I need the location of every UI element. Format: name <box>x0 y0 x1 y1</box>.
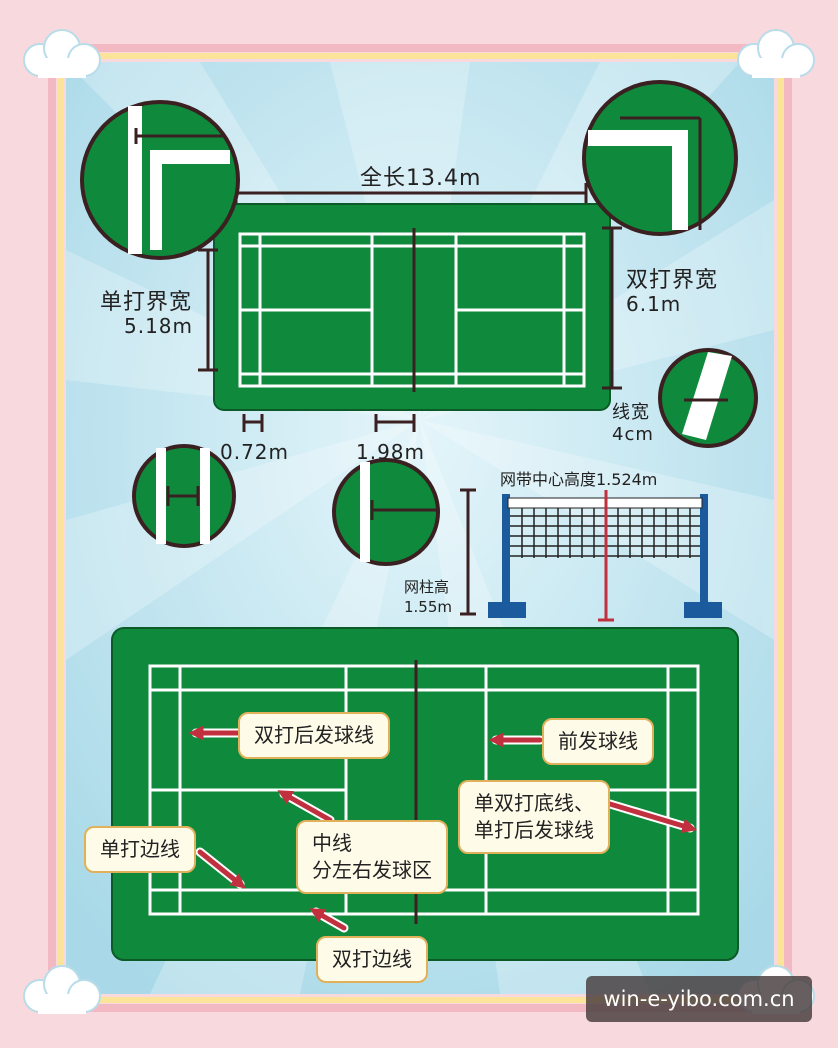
tag-short-service-line: 前发球线 <box>542 718 654 765</box>
detail-circle-top-left <box>80 100 240 260</box>
detail-circle-short-service <box>332 458 440 566</box>
tag-doubles-sideline: 双打边线 <box>316 936 428 983</box>
full-length-label: 全长13.4m <box>360 166 482 191</box>
singles-width-value: 5.18m <box>124 314 194 338</box>
tag-doubles-long-service-line: 双打后发球线 <box>238 712 390 759</box>
tag-center-line: 中线 分左右发球区 <box>296 820 448 894</box>
rainbow-frame <box>48 44 792 1012</box>
watermark: win-e-yibo.com.cn <box>586 976 812 1022</box>
post-height-value: 1.55m <box>404 598 453 616</box>
pointer-arrows-red <box>188 725 698 931</box>
detail-circle-top-right <box>582 80 738 236</box>
top-court <box>213 203 611 411</box>
line-width-value: 4cm <box>612 424 654 445</box>
bottom-court <box>111 627 739 961</box>
line-width-label: 线宽 <box>612 402 650 423</box>
rainbow-frame-inner <box>57 53 783 1003</box>
post-height-label: 网柱高 <box>404 578 450 596</box>
tag-center-line-2: 分左右发球区 <box>312 858 432 882</box>
singles-width-label: 单打界宽 <box>100 290 193 315</box>
doubles-width-label: 双打界宽 <box>626 268 719 293</box>
measure-lines <box>198 183 622 432</box>
tag-back-boundary-line-2: 单打后发球线 <box>474 818 594 842</box>
detail-circle-doubles-long <box>132 444 236 548</box>
short-service-distance: 1.98m <box>356 440 426 464</box>
tag-center-line-1: 中线 <box>312 831 352 855</box>
tag-back-boundary-line: 单双打底线、 单打后发球线 <box>458 780 610 854</box>
doubles-long-service-distance: 0.72m <box>220 440 290 464</box>
tag-singles-sideline: 单打边线 <box>84 826 196 873</box>
net-center-height-label: 网带中心高度1.524m <box>500 470 658 489</box>
tag-back-boundary-line-1: 单双打底线、 <box>474 791 594 815</box>
detail-circle-line-width <box>658 348 758 448</box>
doubles-width-value: 6.1m <box>626 292 682 316</box>
badminton-net <box>460 488 722 622</box>
